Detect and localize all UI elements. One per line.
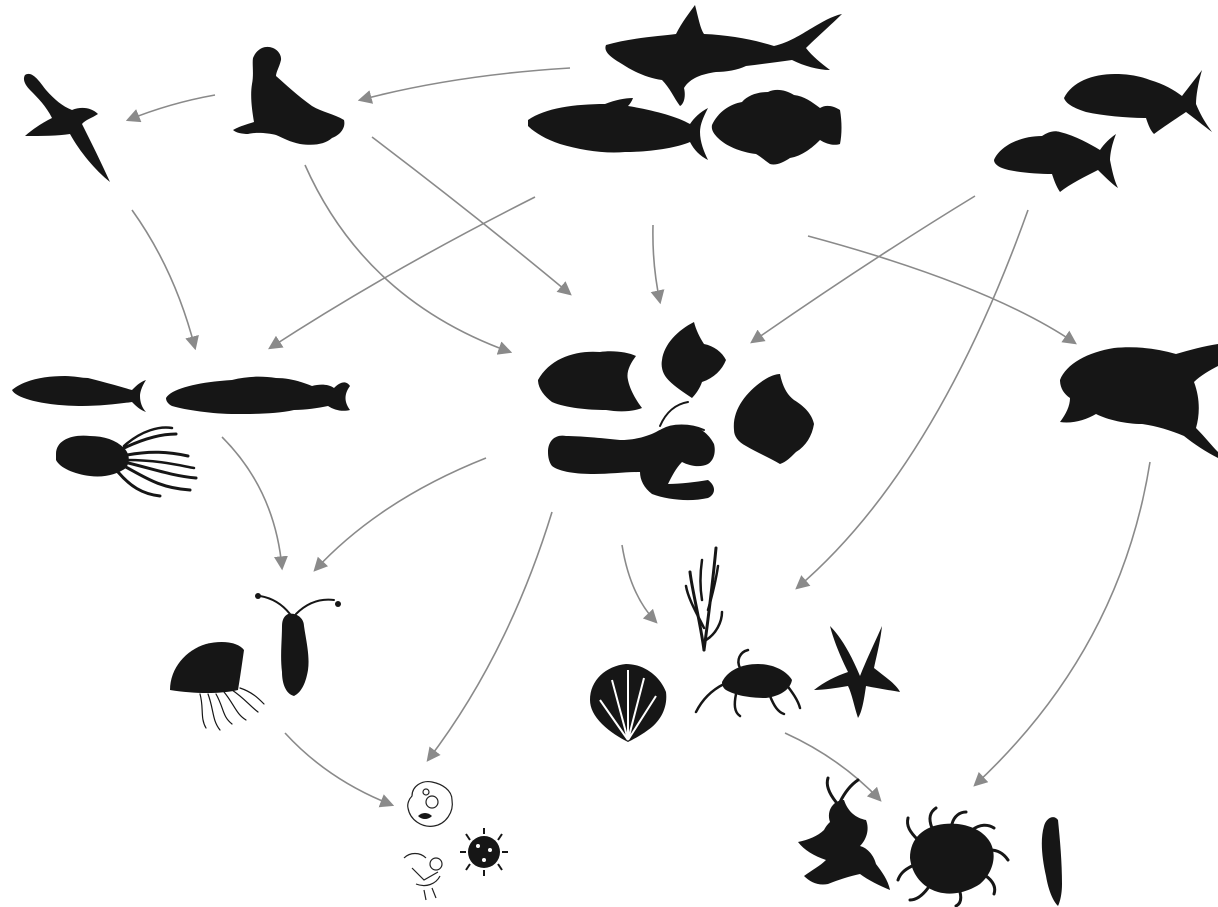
arrow-benthic-to-algae [785, 733, 880, 800]
angelfish-icon-1 [538, 351, 642, 411]
arrow-zooplankton-to-phytoplankton [285, 733, 392, 805]
sea-lion-icon [233, 47, 344, 145]
arrow-reef-to-phytoplankton [428, 512, 552, 760]
seabird-icon [24, 74, 110, 182]
sea-turtle-icon [1060, 344, 1218, 458]
jack-icon-upper [1064, 70, 1212, 134]
arrow-reef-to-zooplankton [315, 458, 486, 570]
small-fish-icon [166, 377, 350, 414]
arrow-tuna-to-pelagic-prey [270, 197, 535, 348]
angelfish-icon-3 [734, 374, 814, 464]
sea-star-icon [814, 626, 900, 718]
seaweed-icon [798, 778, 890, 890]
copepod-icon [255, 593, 341, 696]
scallop-icon [590, 664, 666, 742]
jellyfish-icon [170, 642, 264, 730]
tuna-icon [528, 98, 708, 160]
sea-fan-icon [686, 548, 722, 650]
grouper-icon [712, 90, 842, 165]
small-tuna-icon [12, 376, 146, 412]
arrow-jack-to-reef-consumers [752, 196, 975, 342]
plankton-icon-3 [460, 828, 508, 876]
shark-icon [605, 5, 842, 106]
arrow-pelagic-prey-to-zooplankton [222, 437, 282, 568]
lobster-icon [548, 402, 715, 500]
arrow-seal-to-reef-consumers-2 [372, 137, 570, 294]
arrow-seal-to-seabird [128, 95, 215, 120]
crab-icon [696, 650, 800, 716]
angelfish-icon-2 [662, 322, 726, 398]
sea-anemone-icon [898, 808, 1008, 906]
arrow-jack-to-benthic [797, 210, 1028, 588]
arrow-tuna-to-sea-turtle [808, 236, 1075, 343]
plankton-icon-2 [404, 854, 442, 901]
arrow-reef-to-benthic [622, 545, 656, 622]
octopus-icon [56, 428, 196, 496]
arrow-shark-to-seal [360, 68, 570, 100]
arrow-tuna-to-reef-consumers [653, 225, 660, 302]
jack-icon-lower [994, 131, 1118, 192]
arrow-turtle-to-algae [975, 462, 1150, 785]
sponge-icon [1042, 817, 1062, 906]
arrow-seal-to-reef-consumers-1 [305, 165, 510, 352]
plankton-icon-1 [408, 782, 453, 827]
arrow-seabird-to-pelagic-prey [132, 210, 195, 348]
